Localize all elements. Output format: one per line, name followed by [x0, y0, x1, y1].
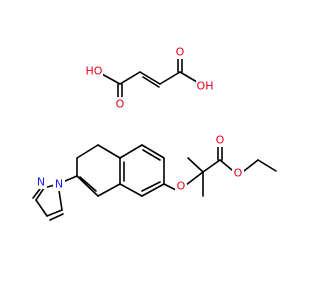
atom-label-o: O [216, 134, 225, 147]
bond [119, 183, 143, 197]
bond [35, 187, 45, 201]
atom-label-o: O [177, 180, 186, 193]
bond [163, 183, 177, 191]
bond [97, 183, 121, 197]
atom-label-oh: OH [197, 80, 214, 93]
bond [185, 171, 204, 186]
label-bg [174, 45, 186, 59]
bond [76, 144, 99, 159]
bond [257, 159, 277, 172]
bond [159, 71, 181, 85]
bond [187, 157, 204, 173]
bond [202, 159, 221, 173]
bond [35, 199, 48, 217]
bond [141, 144, 165, 159]
main-molecule: N N O O O [32, 133, 277, 221]
label-bg [53, 177, 65, 191]
structure-diagram: HO O O OH [32, 45, 277, 221]
bond [179, 71, 198, 83]
label-bg [85, 64, 103, 78]
label-bg [232, 166, 244, 180]
atom-label-n: N [37, 176, 45, 189]
bond [219, 159, 233, 171]
bond [97, 144, 121, 159]
label-bg [35, 175, 47, 189]
bond [119, 71, 141, 85]
label-bg [175, 179, 187, 193]
bond [243, 159, 259, 172]
atom-label-o: O [116, 98, 125, 111]
bond [142, 149, 161, 161]
label-bg [114, 97, 126, 111]
atom-label-n: N [55, 178, 63, 191]
label-bg [196, 79, 214, 93]
bond [79, 176, 97, 192]
bond [142, 76, 160, 88]
bond [139, 71, 161, 85]
bond [49, 213, 64, 221]
bond [46, 209, 63, 217]
bond [76, 175, 99, 197]
fumaric-acid: HO O O OH [85, 45, 214, 111]
label-bg [214, 133, 226, 147]
bond [32, 188, 41, 199]
bond [141, 183, 165, 197]
atom-label-oh: HO [86, 65, 103, 78]
bond [99, 72, 121, 85]
bond [119, 144, 143, 159]
bond [141, 181, 161, 192]
atom-label-o: O [234, 167, 243, 180]
atom-label-o: O [176, 46, 185, 59]
